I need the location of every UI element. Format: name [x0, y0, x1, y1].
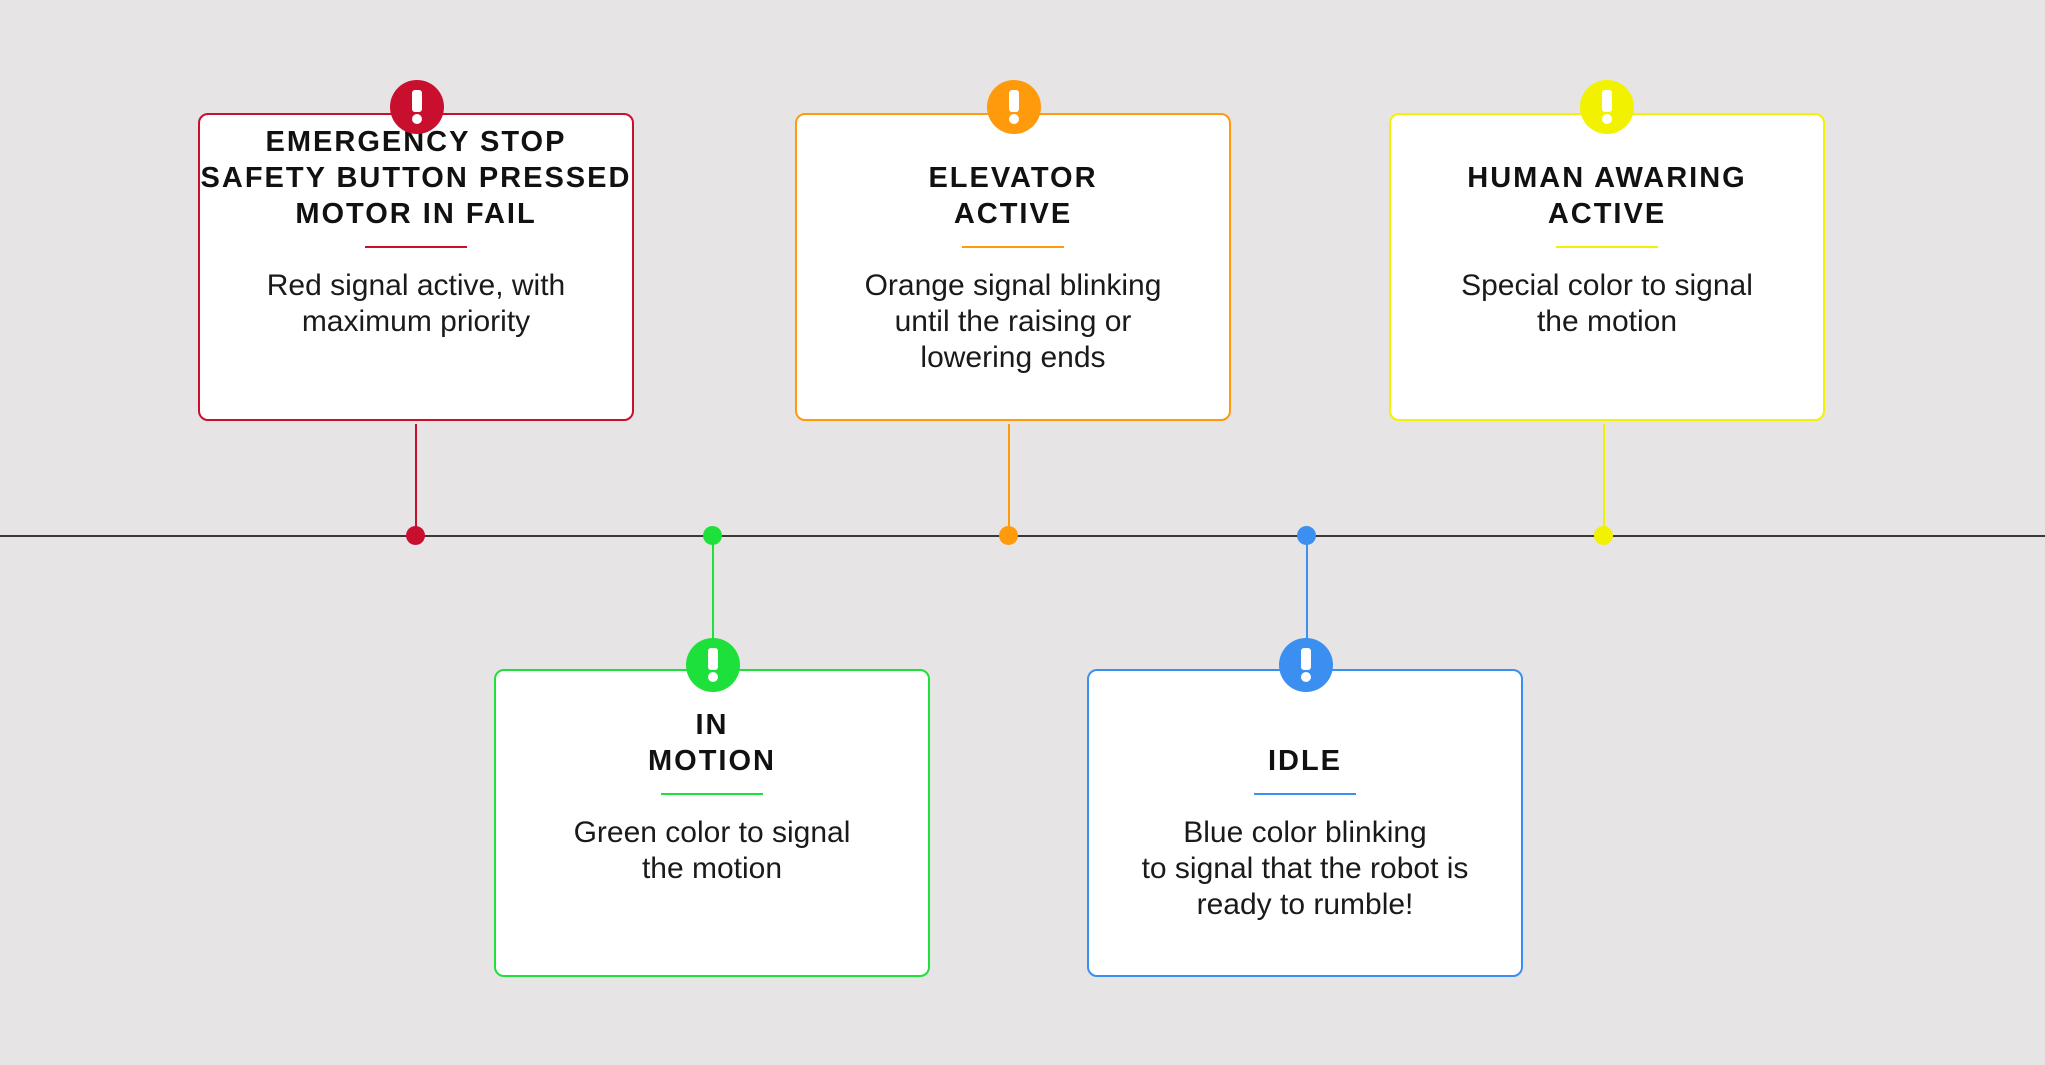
card-title: HUMAN AWARING ACTIVE: [1467, 162, 1747, 230]
card-description: Orange signal blinking until the raising…: [864, 269, 1162, 374]
exclamation-icon: [1279, 638, 1333, 692]
exclamation-icon: [686, 638, 740, 692]
timeline-dot-in-motion: [703, 526, 722, 545]
card-description: Red signal active, with maximum priority: [266, 269, 566, 338]
connector-idle: [1306, 544, 1308, 658]
card-title: EMERGENCY STOP SAFETY BUTTON PRESSED MOT…: [200, 126, 632, 230]
card-divider: [1556, 246, 1658, 248]
card-title: IDLE: [1267, 745, 1343, 777]
connector-in-motion: [712, 544, 714, 658]
timeline-axis: [0, 535, 2045, 537]
connector-elevator: [1008, 424, 1010, 528]
card-divider: [365, 246, 467, 248]
state-card-elevator: ELEVATOR ACTIVE Orange signal blinking u…: [795, 113, 1231, 421]
timeline-dot-emergency: [406, 526, 425, 545]
card-divider: [962, 246, 1064, 248]
exclamation-icon: [987, 80, 1041, 134]
card-divider: [1254, 793, 1356, 795]
card-title: IN MOTION: [648, 709, 776, 777]
card-title: ELEVATOR ACTIVE: [928, 162, 1098, 230]
state-card-human-awaring: HUMAN AWARING ACTIVE Special color to si…: [1389, 113, 1825, 421]
card-divider: [661, 793, 763, 795]
state-card-emergency: EMERGENCY STOP SAFETY BUTTON PRESSED MOT…: [198, 113, 634, 421]
timeline-dot-idle: [1297, 526, 1316, 545]
connector-emergency: [415, 424, 417, 528]
state-card-idle: IDLE Blue color blinking to signal that …: [1087, 669, 1523, 977]
exclamation-icon: [390, 80, 444, 134]
exclamation-icon: [1580, 80, 1634, 134]
timeline-dot-human-awaring: [1594, 526, 1613, 545]
connector-human-awaring: [1603, 424, 1605, 528]
timeline-dot-elevator: [999, 526, 1018, 545]
card-description: Special color to signal the motion: [1461, 269, 1753, 338]
card-description: Green color to signal the motion: [573, 816, 851, 885]
card-description: Blue color blinking to signal that the r…: [1141, 816, 1469, 921]
state-card-in-motion: IN MOTION Green color to signal the moti…: [494, 669, 930, 977]
